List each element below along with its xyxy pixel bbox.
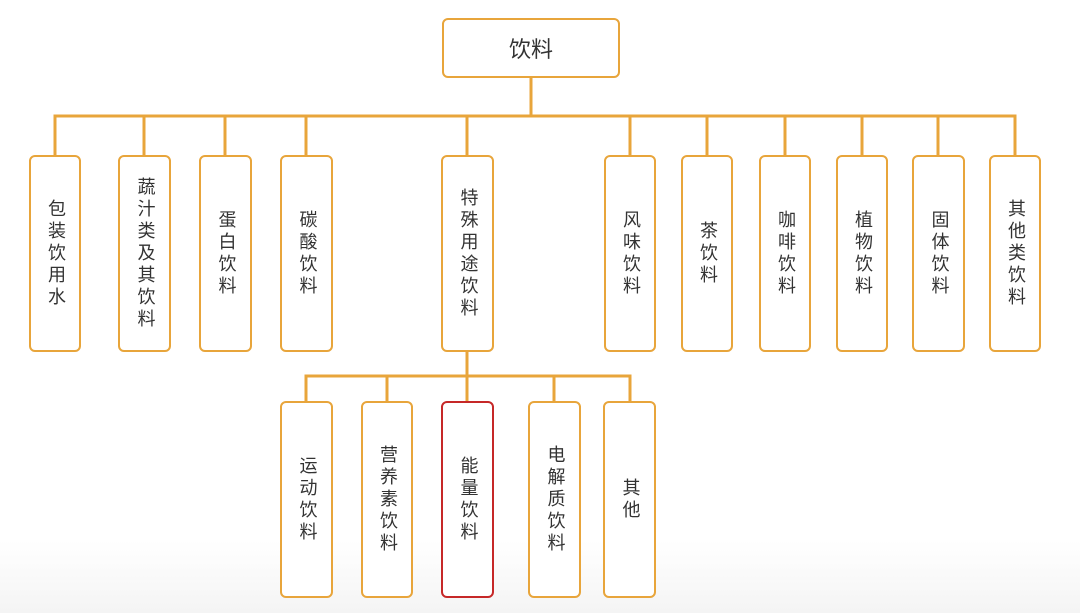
category-label: 风味饮料 (620, 209, 641, 298)
special-child-node-nutrient: 营养素饮料 (361, 401, 413, 598)
category-label: 茶饮料 (697, 220, 718, 287)
category-node-solid: 固体饮料 (912, 155, 965, 352)
category-label: 包装饮用水 (45, 198, 66, 309)
category-label: 蔬汁类及其饮料 (134, 176, 156, 331)
special-child-node-electrolyte: 电解质饮料 (528, 401, 581, 598)
category-node-special-purpose: 特殊用途饮料 (441, 155, 494, 352)
category-node-plant: 植物饮料 (836, 155, 888, 352)
category-node-protein: 蛋白饮料 (199, 155, 252, 352)
special-child-node-energy: 能量饮料 (441, 401, 494, 598)
category-node-vegetable-juice: 蔬汁类及其饮料 (118, 155, 171, 352)
special-child-label: 能量饮料 (457, 455, 479, 544)
category-node-bottled-water: 包装饮用水 (29, 155, 81, 352)
special-child-node-other: 其他 (603, 401, 656, 598)
category-node-coffee: 咖啡饮料 (759, 155, 811, 352)
special-child-label: 电解质饮料 (544, 444, 566, 555)
root-node: 饮料 (442, 18, 620, 78)
category-label: 固体饮料 (928, 209, 950, 298)
special-child-label: 营养素饮料 (377, 444, 398, 555)
category-label: 碳酸饮料 (296, 209, 318, 298)
category-label: 咖啡饮料 (775, 209, 796, 298)
category-node-flavored: 风味饮料 (604, 155, 656, 352)
special-child-label: 其他 (619, 477, 641, 522)
category-label: 植物饮料 (852, 209, 873, 298)
category-node-tea: 茶饮料 (681, 155, 733, 352)
special-child-node-sports: 运动饮料 (280, 401, 333, 598)
special-child-label: 运动饮料 (296, 455, 318, 544)
category-label: 其他类饮料 (1005, 198, 1026, 309)
category-label: 蛋白饮料 (215, 209, 237, 298)
category-node-other: 其他类饮料 (989, 155, 1041, 352)
root-label: 饮料 (508, 38, 553, 63)
category-node-carbonated: 碳酸饮料 (280, 155, 333, 352)
category-label: 特殊用途饮料 (457, 187, 479, 320)
